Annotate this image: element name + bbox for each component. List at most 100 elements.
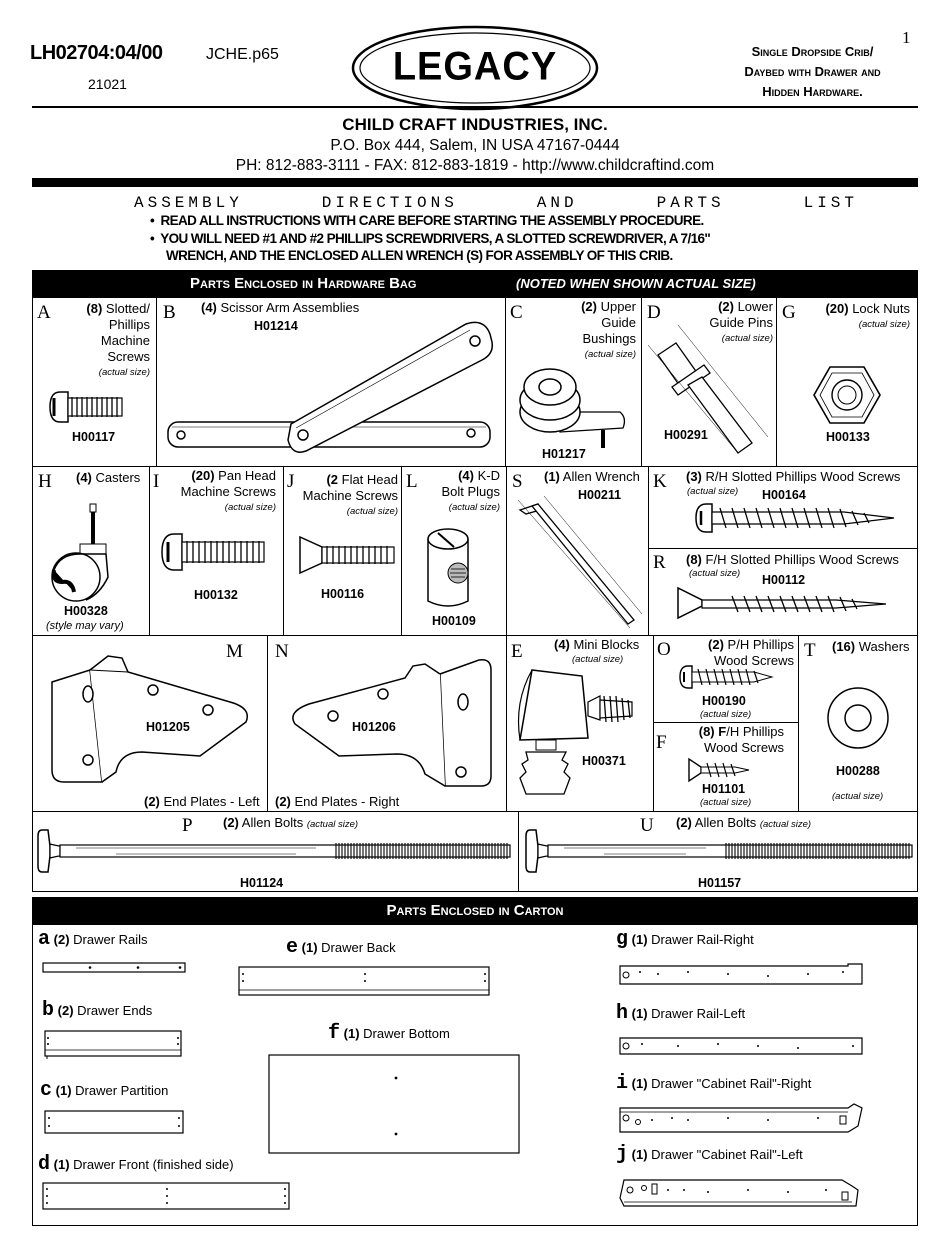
grid-line [648, 548, 918, 549]
part-name: P/H Phillips [727, 637, 794, 652]
part-letter: K [653, 471, 667, 492]
part-name: Bushings [582, 331, 636, 346]
part-label-h: (4) Casters [76, 470, 140, 486]
grid-line [149, 466, 150, 635]
grid-line [798, 635, 799, 811]
part-note: (actual size) [306, 819, 359, 830]
part-letter: S [512, 471, 523, 492]
part-code: H01124 [240, 876, 284, 890]
product-title-line: Daybed with Drawer and [744, 64, 881, 79]
instruction-text: WRENCH, AND THE ENCLOSED ALLEN WRENCH (S… [166, 248, 673, 263]
carton-letter: g [616, 928, 629, 951]
machine-screw-icon [49, 391, 123, 423]
part-name: F/H Slotted Phillips Wood Screws [705, 552, 899, 567]
part-name: Guide [601, 315, 636, 330]
part-name: Allen Bolts [694, 815, 757, 830]
cabinet-rail-right-icon [619, 1103, 863, 1133]
grid-line [518, 811, 519, 892]
part-note: (actual size) [687, 486, 739, 497]
part-qty: (2) [53, 932, 70, 947]
company-name: CHILD CRAFT INDUSTRIES, INC. [342, 115, 608, 134]
part-code: H00116 [321, 587, 365, 601]
part-name: K-D [477, 468, 500, 483]
product-title: Single Dropside Crib/ Daybed with Drawer… [710, 42, 915, 102]
grid-line [267, 635, 268, 811]
part-label-b: (4) Scissor Arm Assemblies [201, 300, 359, 316]
mini-block-icon [517, 669, 633, 795]
grid-line [506, 466, 507, 635]
part-name: Drawer Back [321, 940, 396, 955]
part-name: Machine Screws [302, 488, 398, 503]
part-letter: E [511, 641, 523, 662]
part-code: H01217 [542, 447, 586, 461]
washer-icon [827, 687, 889, 749]
part-qty: (4) [76, 470, 92, 485]
part-qty: (2) [144, 794, 160, 809]
part-code: H00190 [702, 694, 746, 708]
part-label-o: (2) P/H Phillips Wood Screws [690, 637, 794, 669]
part-code: H00133 [826, 430, 870, 444]
grid-line [653, 635, 654, 811]
part-name: Casters [95, 470, 141, 485]
carton-letter: a [38, 928, 51, 951]
part-label-j: (2 Flat Head Machine Screws (actual size… [290, 472, 398, 520]
carton-item-e: e (1) Drawer Back [286, 938, 396, 958]
part-note: (actual size) [689, 568, 741, 579]
drawer-end-icon [44, 1030, 182, 1059]
allen-bolt-long-icon [37, 829, 511, 873]
part-note: (actual size) [572, 654, 624, 665]
grid-line [641, 297, 642, 466]
carton-letter: e [286, 936, 299, 959]
carton-section-title: Parts Enclosed in Carton [386, 902, 564, 919]
part-label-m: (2) End Plates - Left [144, 794, 260, 810]
part-name: Slotted/ [105, 301, 150, 316]
drawer-back-icon [238, 966, 490, 996]
carton-item-g: g (1) Drawer Rail-Right [616, 930, 754, 950]
part-qty: (8) [86, 301, 103, 316]
part-qty: (4) [201, 300, 217, 315]
carton-letter: f [328, 1022, 341, 1045]
part-letter: C [510, 302, 523, 323]
allen-wrench-icon [517, 495, 643, 629]
carton-letter: i [616, 1072, 629, 1095]
part-code: H01101 [702, 782, 746, 796]
part-letter: R [653, 552, 666, 573]
part-note: (actual size) [224, 502, 276, 513]
part-name: Drawer Partition [75, 1083, 169, 1098]
part-name: Washers [858, 639, 910, 654]
drawer-rail-left-icon [619, 1037, 863, 1055]
part-name: Pan Head [218, 468, 276, 483]
grid-line [505, 297, 506, 466]
part-qty: (2) [581, 299, 597, 314]
grid-line [283, 466, 284, 635]
part-label-l: (4) K-D Bolt Plugs (actual size) [420, 468, 500, 516]
part-qty: (1) [631, 1076, 648, 1091]
grid-line [401, 466, 402, 635]
part-name: End Plates - Left [163, 794, 260, 809]
part-name: Drawer Rail-Left [651, 1006, 746, 1021]
flat-head-wood-screw-small-icon [688, 757, 750, 783]
hardware-section-title: Parts Enclosed in Hardware Bag [190, 275, 417, 292]
part-note: (actual size) [700, 797, 752, 808]
guide-bushing-icon [519, 368, 626, 448]
carton-item-b: b (2) Drawer Ends [42, 1001, 152, 1021]
part-name: Drawer "Cabinet Rail"-Left [651, 1147, 803, 1162]
part-qty: (16) [832, 639, 856, 654]
drawer-partition-icon [44, 1110, 184, 1134]
part-qty: (3) [686, 469, 702, 484]
file-name: JCHE.p65 [206, 46, 279, 63]
legacy-logo: LEGACY [350, 24, 600, 114]
part-label-u: (2) Allen Bolts (actual size) [676, 815, 811, 833]
part-code: H00328 [64, 604, 108, 618]
part-code: H00112 [762, 573, 806, 587]
part-name: Phillips [108, 317, 150, 332]
part-qty: (4) [554, 637, 570, 652]
part-name: Mini Blocks [573, 637, 640, 652]
part-letter: T [804, 640, 816, 661]
bolt-plug-icon [427, 528, 469, 607]
product-title-line: Hidden Hardware. [762, 84, 863, 99]
part-qty: (4) [458, 468, 474, 483]
carton-letter: c [40, 1079, 53, 1102]
drawer-front-icon [42, 1182, 290, 1210]
